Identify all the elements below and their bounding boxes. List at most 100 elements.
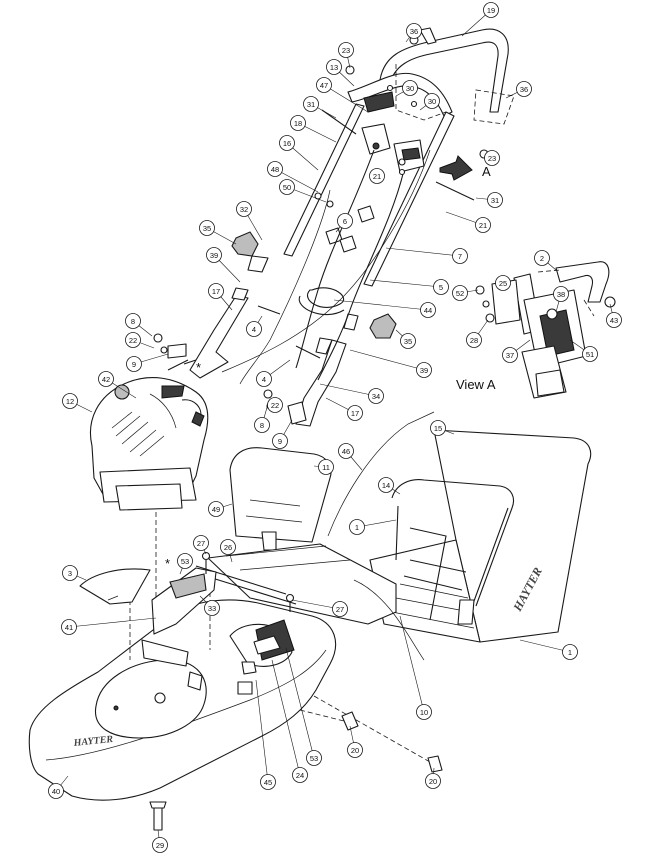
callout-53: 53 (306, 750, 322, 766)
arrow-a (439, 155, 473, 181)
callout-circle (126, 356, 142, 372)
callout-28: 28 (466, 332, 482, 348)
callout-circle (272, 433, 288, 449)
callout-number: 29 (156, 841, 164, 850)
callout-circle (152, 837, 168, 853)
callout-number: 33 (208, 604, 216, 613)
callout-number: 15 (434, 424, 442, 433)
callout-45: 45 (260, 774, 276, 790)
callout-27: 27 (193, 535, 209, 551)
callout-leader-1 (519, 639, 571, 653)
callout-46: 46 (338, 443, 354, 459)
callout-circle (402, 80, 418, 96)
callout-circle (48, 783, 64, 799)
bolt-29 (149, 801, 167, 831)
callout-17: 17 (208, 283, 224, 299)
callout-39: 39 (206, 247, 222, 263)
callout-13: 13 (326, 59, 342, 75)
callout-30: 30 (424, 93, 440, 109)
left-handle-tube-18 (283, 103, 365, 257)
callout-27: 27 (332, 601, 348, 617)
control-levers (361, 123, 425, 173)
callout-circle (425, 773, 441, 789)
grass-bag-15 (369, 429, 592, 643)
callout-number: 1 (568, 648, 572, 657)
callout-circle (495, 275, 511, 291)
callout-circle (306, 750, 322, 766)
callout-circle (483, 2, 499, 18)
callout-circle (208, 501, 224, 517)
callout-21: 21 (369, 168, 385, 184)
callout-circle (430, 420, 446, 436)
callout-number: 24 (296, 771, 304, 780)
callout-47: 47 (316, 77, 332, 93)
callout-circle (347, 405, 363, 421)
callout-40: 40 (48, 783, 64, 799)
callout-35: 35 (400, 333, 416, 349)
callout-number: 19 (487, 6, 495, 15)
callout-circle (220, 539, 236, 555)
callout-leader-5 (369, 279, 442, 288)
callout-number: 31 (491, 196, 499, 205)
callout-circle (502, 347, 518, 363)
dashed-callout-boxes (395, 64, 515, 125)
screws-27 (201, 551, 295, 612)
callout-43: 43 (606, 312, 622, 328)
callout-circle (369, 168, 385, 184)
callout-44: 44 (420, 302, 436, 318)
callout-circle (400, 333, 416, 349)
callout-circle (260, 774, 276, 790)
callout-circle (452, 248, 468, 264)
callout-number: 20 (429, 777, 437, 786)
callout-number: 28 (470, 336, 478, 345)
callout-number: 41 (65, 623, 73, 632)
callout-number: 47 (320, 81, 328, 90)
callout-circle (452, 285, 468, 301)
callout-number: 10 (420, 708, 428, 717)
bolts-20 (341, 711, 443, 773)
callout-31: 31 (303, 96, 319, 112)
callout-3: 3 (62, 565, 78, 581)
callout-number: 32 (240, 205, 248, 214)
callout-8: 8 (254, 417, 270, 433)
callout-number: 11 (322, 463, 330, 472)
callout-number: 20 (351, 746, 359, 755)
callout-number: 21 (479, 221, 487, 230)
callout-circle (256, 371, 272, 387)
callout-35: 35 (199, 220, 215, 236)
callout-circle (98, 371, 114, 387)
callout-number: 30 (428, 97, 436, 106)
callout-number: 17 (212, 287, 220, 296)
callout-22: 22 (125, 332, 141, 348)
callout-number: 23 (342, 46, 350, 55)
callout-circle (61, 619, 77, 635)
callout-number: 38 (557, 290, 565, 299)
callout-leader-53 (285, 647, 315, 759)
callout-number: 37 (506, 351, 514, 360)
callout-25: 25 (495, 275, 511, 291)
callout-49: 49 (208, 501, 224, 517)
callout-circle (267, 397, 283, 413)
side-flap-3 (79, 568, 151, 605)
callout-circle (466, 332, 482, 348)
callout-1: 1 (562, 644, 578, 660)
callout-leader-44 (333, 299, 429, 311)
callout-circle (332, 601, 348, 617)
callout-number: 18 (294, 119, 302, 128)
callout-leader-27 (291, 599, 341, 610)
callout-21: 21 (475, 217, 491, 233)
callout-leader-10 (399, 615, 425, 713)
callout-leader-24 (271, 659, 301, 776)
callout-number: 1 (355, 523, 359, 532)
callout-number: 8 (131, 317, 135, 326)
arrow-a-label: A (482, 164, 491, 179)
callout-23: 23 (484, 150, 500, 166)
callout-circle (125, 332, 141, 348)
callout-39: 39 (416, 362, 432, 378)
callout-51: 51 (582, 346, 598, 362)
callout-leader-39 (349, 349, 425, 371)
callout-number: 35 (404, 337, 412, 346)
callout-leader-48 (274, 168, 319, 193)
callout-2: 2 (534, 250, 550, 266)
